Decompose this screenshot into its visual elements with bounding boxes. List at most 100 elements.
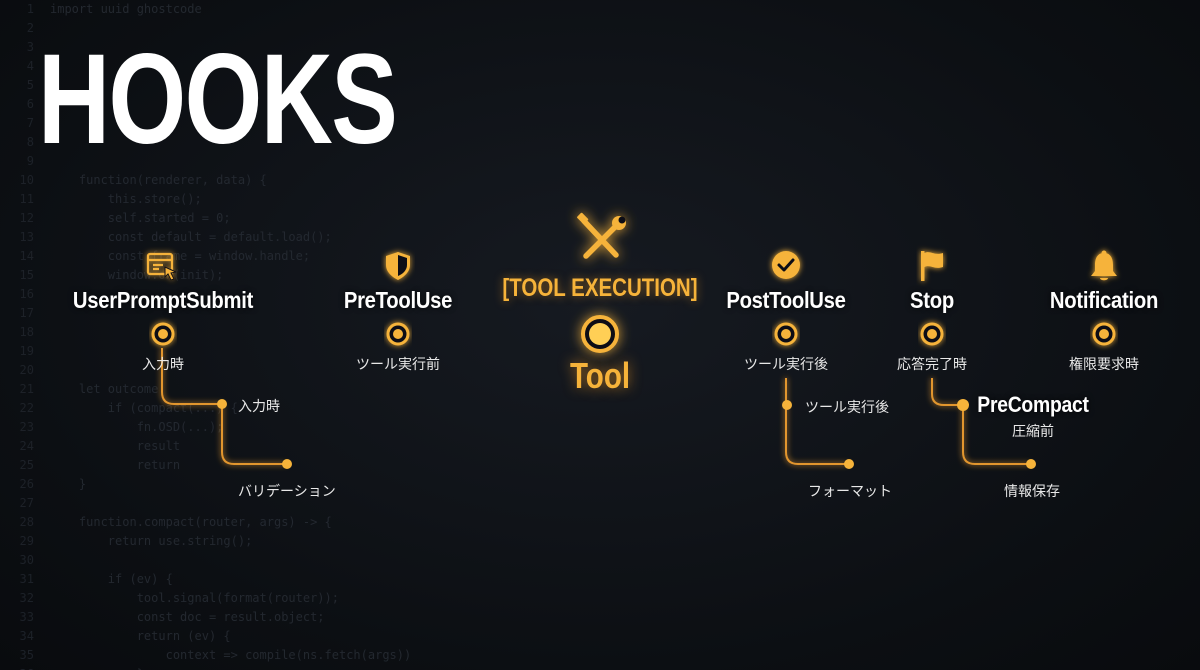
line-number: 13: [19, 230, 34, 244]
hook-stop-timing: 応答完了時: [897, 356, 967, 372]
node-pre-tool-use: [386, 322, 410, 346]
line-number: 22: [19, 401, 34, 415]
line-number: 6: [26, 97, 34, 111]
background-code-line: 32 tool.signal(format(router));: [0, 589, 1200, 608]
background-code-line: 3: [0, 38, 1200, 57]
background-code-line: 20: [0, 361, 1200, 380]
code-text: let outcome: [50, 382, 159, 396]
code-text: const default = default.load();: [50, 230, 332, 244]
background-code-line: 33 const doc = result.object;: [0, 608, 1200, 627]
background-code-line: 27: [0, 494, 1200, 513]
background-code-line: 35 context => compile(ns.fetch(args)): [0, 646, 1200, 665]
node-stop: [920, 322, 944, 346]
background-code-line: 6: [0, 95, 1200, 114]
background-code-line: 12 self.started = 0;: [0, 209, 1200, 228]
hook-post-tool-use-timing: ツール実行後: [744, 356, 828, 372]
code-text: result: [50, 439, 181, 453]
line-number: 26: [19, 477, 34, 491]
line-number: 30: [19, 553, 34, 567]
background-code-line: 30: [0, 551, 1200, 570]
line-number: 25: [19, 458, 34, 472]
code-text: }: [50, 667, 144, 670]
line-number: 10: [19, 173, 34, 187]
background-code-line: 16: [0, 285, 1200, 304]
form-cursor-icon: [146, 252, 178, 281]
line-number: 20: [19, 363, 34, 377]
hook-notification-timing: 権限要求時: [1069, 356, 1139, 372]
code-text: fn.OSD(...);: [50, 420, 224, 434]
branch-node-validation-1: [217, 399, 227, 409]
background-code-line: 2: [0, 19, 1200, 38]
background-code-line: 11 this.store();: [0, 190, 1200, 209]
line-number: 4: [26, 59, 34, 73]
hook-pre-tool-use: PreToolUse: [343, 287, 453, 313]
code-text: return use.string();: [50, 534, 253, 548]
branch-node-validation-2: [282, 459, 292, 469]
branch-post-tool: [785, 378, 848, 465]
check-circle-icon: [772, 251, 800, 279]
branch-label-post-tool: ツール実行後: [805, 399, 889, 415]
line-number: 12: [19, 211, 34, 225]
background-code-line: 8: [0, 133, 1200, 152]
line-number: 16: [19, 287, 34, 301]
background-code-line: 34 return (ev) {: [0, 627, 1200, 646]
branch-stop: [931, 378, 1030, 465]
hook-pre-compact-timing: 圧縮前: [1012, 423, 1054, 439]
bell-icon: [1091, 250, 1117, 281]
branch-label-input: 入力時: [238, 398, 280, 414]
line-number: 33: [19, 610, 34, 624]
node-post-tool-use: [774, 322, 798, 346]
line-number: 8: [26, 135, 34, 149]
line-number: 35: [19, 648, 34, 662]
line-number: 9: [26, 154, 34, 168]
node-notification: [1092, 322, 1116, 346]
tool-execution-label: [TOOL EXECUTION]: [502, 274, 698, 302]
background-code-line: 4: [0, 57, 1200, 76]
tools-icon: [577, 212, 626, 259]
code-text: return (ev) {: [50, 629, 231, 643]
line-number: 27: [19, 496, 34, 510]
branch-label-save-info: 情報保存: [1004, 483, 1060, 499]
line-number: 3: [26, 40, 34, 54]
branch-label-validation: バリデーション: [238, 483, 336, 499]
line-number: 2: [26, 21, 34, 35]
line-number: 31: [19, 572, 34, 586]
hook-pre-compact: PreCompact: [977, 392, 1089, 417]
branch-node-precompact: [957, 399, 969, 411]
background-code-line: 10 function(renderer, data) {: [0, 171, 1200, 190]
code-text: self.started = 0;: [50, 211, 231, 225]
background-code-line: 26 }: [0, 475, 1200, 494]
branch-user-prompt: [161, 348, 286, 465]
line-number: 15: [19, 268, 34, 282]
line-number: 34: [19, 629, 34, 643]
background-code-line: 5: [0, 76, 1200, 95]
line-number: 28: [19, 515, 34, 529]
line-number: 23: [19, 420, 34, 434]
line-number: 36: [0, 665, 34, 670]
line-number: 11: [19, 192, 34, 206]
background-code-line: 31 if (ev) {: [0, 570, 1200, 589]
hook-notification: Notification: [1049, 287, 1159, 313]
line-number: 24: [19, 439, 34, 453]
branch-node-post-2: [844, 459, 854, 469]
background-code-line: 21 let outcome: [0, 380, 1200, 399]
code-text: }: [50, 477, 87, 491]
tool-node-label: Tool: [569, 355, 631, 396]
node-tool-execution: [581, 315, 619, 353]
background-code-line: 7: [0, 114, 1200, 133]
line-number: 14: [19, 249, 34, 263]
code-text: function(renderer, data) {: [50, 173, 267, 187]
page-title: HOOKS: [38, 28, 398, 171]
hook-post-tool-use: PostToolUse: [726, 287, 846, 313]
code-text: return: [50, 458, 181, 472]
code-text: if (ev) {: [50, 572, 173, 586]
line-number: 7: [26, 116, 34, 130]
hook-pre-tool-use-timing: ツール実行前: [356, 356, 440, 372]
line-number: 17: [19, 306, 34, 320]
background-code-line: 19: [0, 342, 1200, 361]
line-number: 29: [19, 534, 34, 548]
line-number: 5: [26, 78, 34, 92]
hook-stop: Stop: [910, 287, 954, 313]
